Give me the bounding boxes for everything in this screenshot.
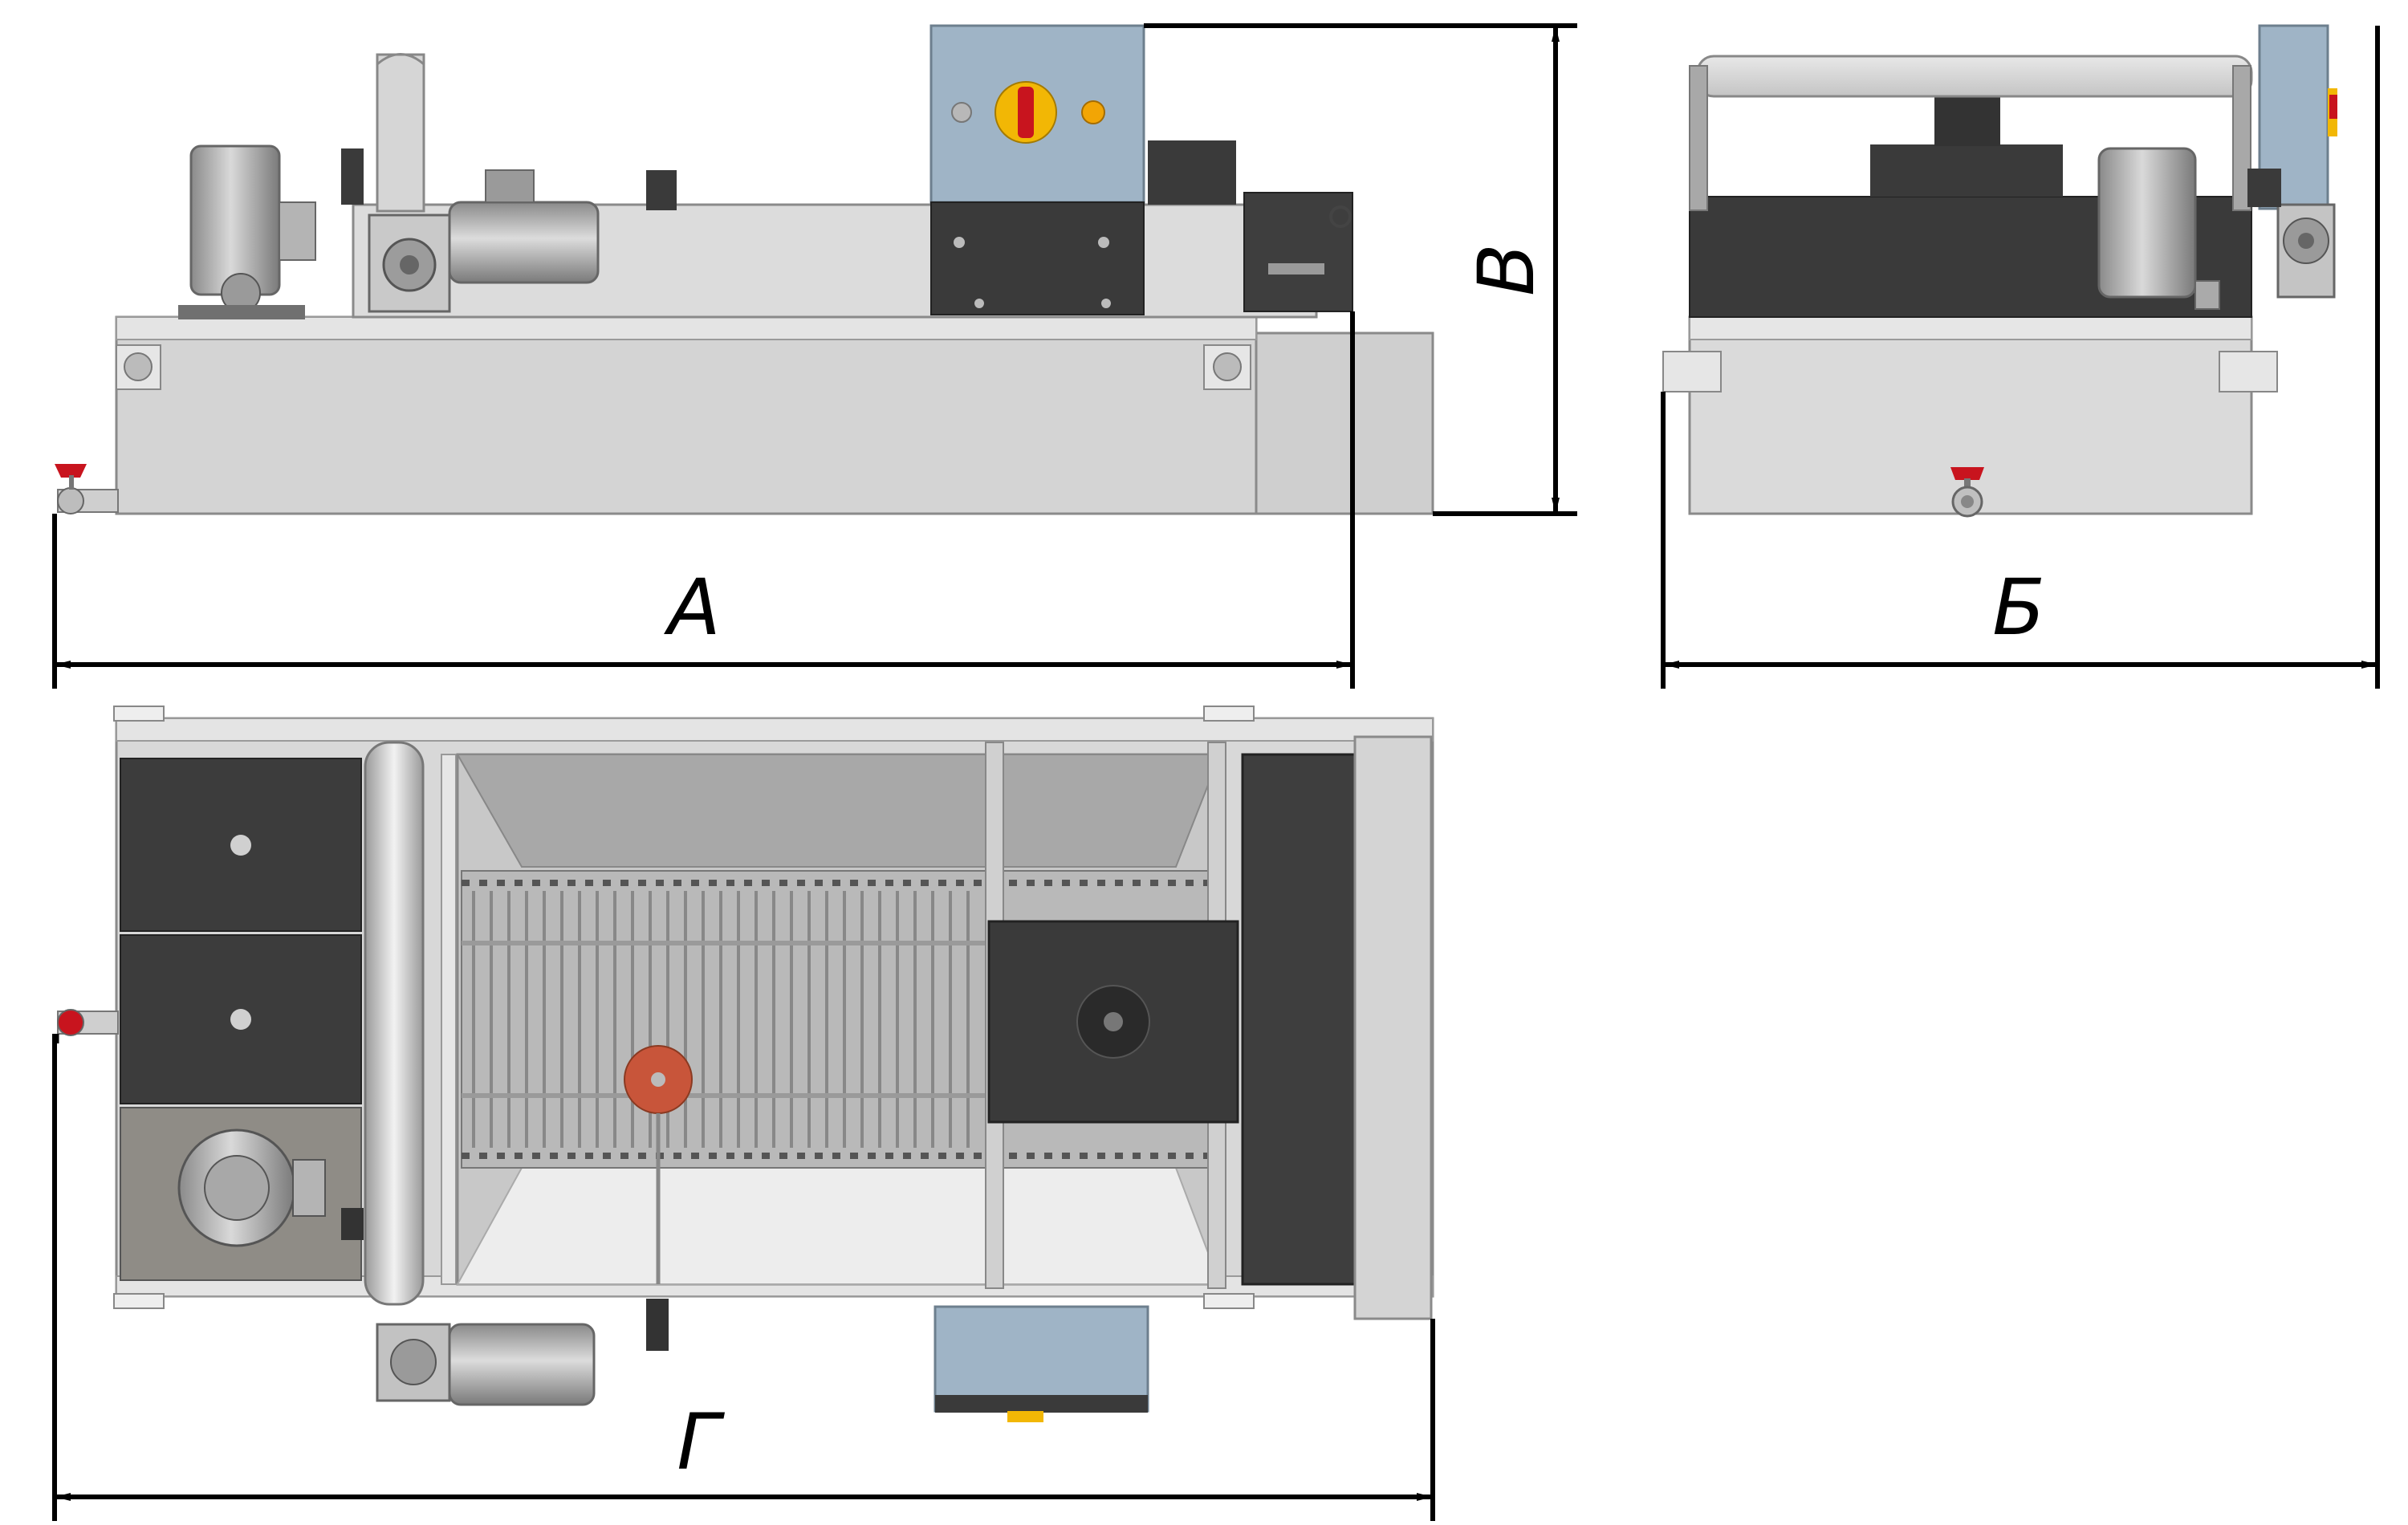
- dimension-label-g: Г: [677, 1397, 725, 1487]
- end-bracket-left: [1662, 351, 1722, 392]
- end-motor-icon: [2097, 147, 2220, 310]
- front-ball-valve-icon: [55, 464, 119, 514]
- end-view: [1662, 24, 2337, 518]
- top-roller: [364, 741, 425, 1306]
- top-pump-icon: [177, 1128, 326, 1247]
- top-disk-icon: [624, 1045, 693, 1284]
- dimension-label-b: Б: [1992, 563, 2045, 653]
- front-tank-extension: [1255, 331, 1434, 515]
- dimension-label-v: В: [1462, 243, 1552, 296]
- front-gear-motor-icon: [368, 169, 600, 313]
- front-pump-motor-icon: [178, 144, 316, 319]
- top-ball-valve-icon: [56, 1009, 119, 1043]
- end-gear-reducer-icon: [2276, 203, 2336, 299]
- top-control-cabinet: [934, 1305, 1149, 1422]
- dimension-lines: [52, 23, 2380, 1521]
- front-view: [55, 24, 1434, 515]
- top-discharge-chute: [1241, 753, 1357, 1286]
- top-cover-plate: [987, 920, 1239, 1124]
- front-vertical-pipe: [376, 53, 425, 213]
- top-gear-motor-icon: [376, 1323, 596, 1406]
- end-bracket-right: [2219, 351, 2278, 392]
- front-control-cabinet: [929, 24, 1145, 315]
- end-top-bar: [1696, 55, 2253, 98]
- top-view: [56, 706, 1434, 1422]
- end-drain-valve-icon: [1950, 467, 1984, 518]
- dimension-label-a: А: [663, 563, 721, 653]
- front-tank: [115, 315, 1258, 515]
